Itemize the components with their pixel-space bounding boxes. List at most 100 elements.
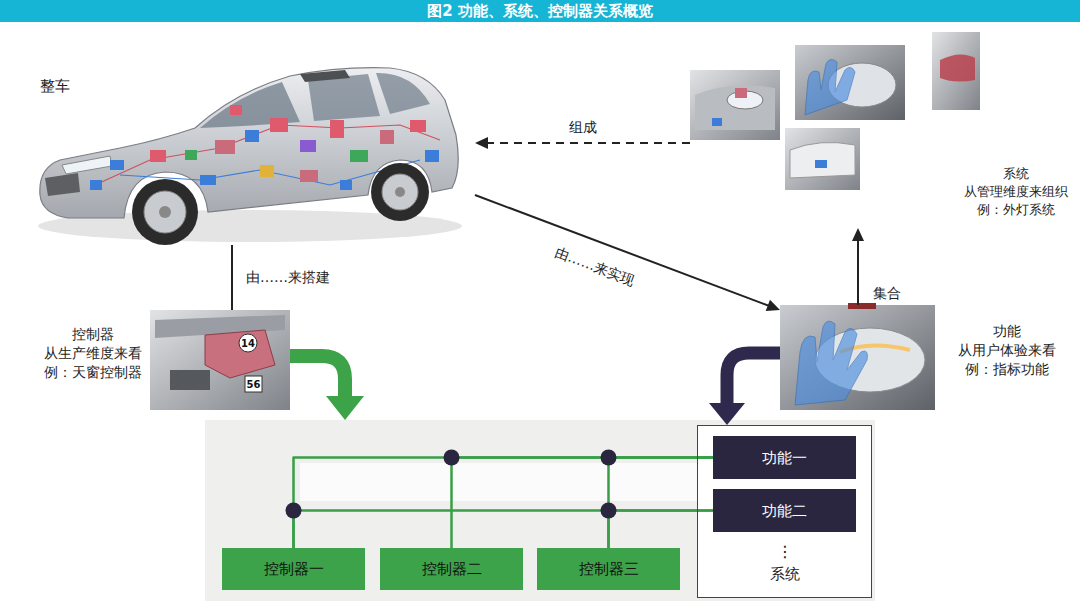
label-holder: ⋮ [777,543,793,561]
node-heading: 控制器 [40,325,145,344]
edge-label: 集合 [870,284,904,302]
car-rim [382,174,418,210]
callout-square [245,376,262,392]
system-photo [785,128,860,190]
controller-box: 控制器二 [380,548,523,590]
car-rim [144,191,186,233]
lamp-module [712,118,722,126]
car-component [340,180,352,190]
illustration-node: 控制器从生产维度来看例：天窗控制器 [15,310,290,410]
function-photo [780,305,935,410]
title-holder: 图2 功能、系统、控制器关系概览 [0,0,1080,22]
controller-photo [150,310,290,410]
connector [232,245,233,310]
photo-tab [848,303,876,309]
function-box: 功能一 [713,436,856,479]
car-window [376,73,430,114]
title-band [0,0,1080,22]
node-text: 从管理维度来组织 [960,183,1072,201]
ellipsis-mark: ⋮ [777,543,793,561]
car-headlight [62,156,112,174]
arrowhead [475,137,488,149]
car-hub [159,206,171,218]
text-block: 功能从用户体验来看例：指标功能 [948,322,1066,379]
illustration-node: 系统从管理维度来组织例：外灯系统 [690,30,1075,228]
car-wheel [371,163,429,221]
car-component [260,165,274,177]
connector [852,228,864,305]
node-label: 控制器三 [579,560,639,578]
text-block: 系统 [698,564,871,585]
system-photo [795,45,905,120]
car-component [215,140,235,154]
node-heading: 整车 [40,76,100,97]
connector [286,503,714,549]
lamp-module [735,88,747,98]
car-component [350,150,368,162]
node-text: 从生产维度来看 [40,344,145,363]
car-window [308,74,380,121]
label-holder: 56 [247,379,261,390]
edge-label: 由……来实现 [549,241,640,290]
node-label: 控制器二 [422,560,482,578]
connector-line [294,511,714,549]
figure-title: 图2 功能、系统、控制器关系概览 [427,0,653,22]
connector-line [475,195,771,307]
hand-symbol [795,321,867,405]
callout-number: 14 [241,338,255,349]
connector-line [294,458,714,549]
car-component [270,118,288,132]
car-component [410,120,426,132]
node-label: 功能二 [762,502,807,520]
car-component [110,160,124,170]
connector-line [857,237,859,305]
controller-module [205,330,275,378]
car-component [300,140,316,152]
node-text: 从用户体验来看 [948,341,1066,360]
bracket-part [170,370,210,390]
connector [475,195,780,311]
car-component [425,150,439,162]
car-component [245,130,259,142]
car-front-part [695,85,775,130]
connector-line [727,353,780,410]
arrowhead [709,403,745,425]
car-component [185,150,197,160]
taillight-part [940,54,975,81]
junction-dot [444,450,460,466]
hand-symbol [805,59,855,115]
edge-label: 组成 [566,118,600,136]
edge-label-holder: 由……来搭建 [243,268,333,286]
panel-inner [300,463,700,501]
connector-line [452,458,714,549]
junction-dot [601,450,617,466]
car-wheel [132,179,198,245]
car-component [330,120,344,138]
connector [709,353,780,425]
edge-label-holder: 集合 [870,284,904,302]
edge-label: 由……来搭建 [243,268,333,286]
illustration-node: 整车 [15,40,475,245]
edge-label-holder: 组成 [566,118,600,136]
edge-label-holder: 由……来实现 [549,241,640,290]
system-box-ground [697,425,872,598]
system-photo [690,70,780,140]
node-text: 例：天窗控制器 [40,363,145,382]
system-box: 系统 功能一功能二 ⋮ [697,425,872,598]
car-component [150,150,166,162]
car-hub [395,187,405,197]
label-holder: 14 [241,338,255,349]
system-photo [932,32,980,110]
car-component [300,170,318,182]
node-heading: 系统 [698,564,871,585]
junction-dot [286,503,302,519]
controller-box: 控制器三 [537,548,680,590]
connector [294,458,714,549]
car-component [90,180,102,190]
node-text: 例：指标功能 [948,360,1066,379]
junction-dot [601,503,617,519]
function-box: 功能二 [713,489,856,532]
car-sunroof [300,70,350,82]
car-body [40,68,458,218]
